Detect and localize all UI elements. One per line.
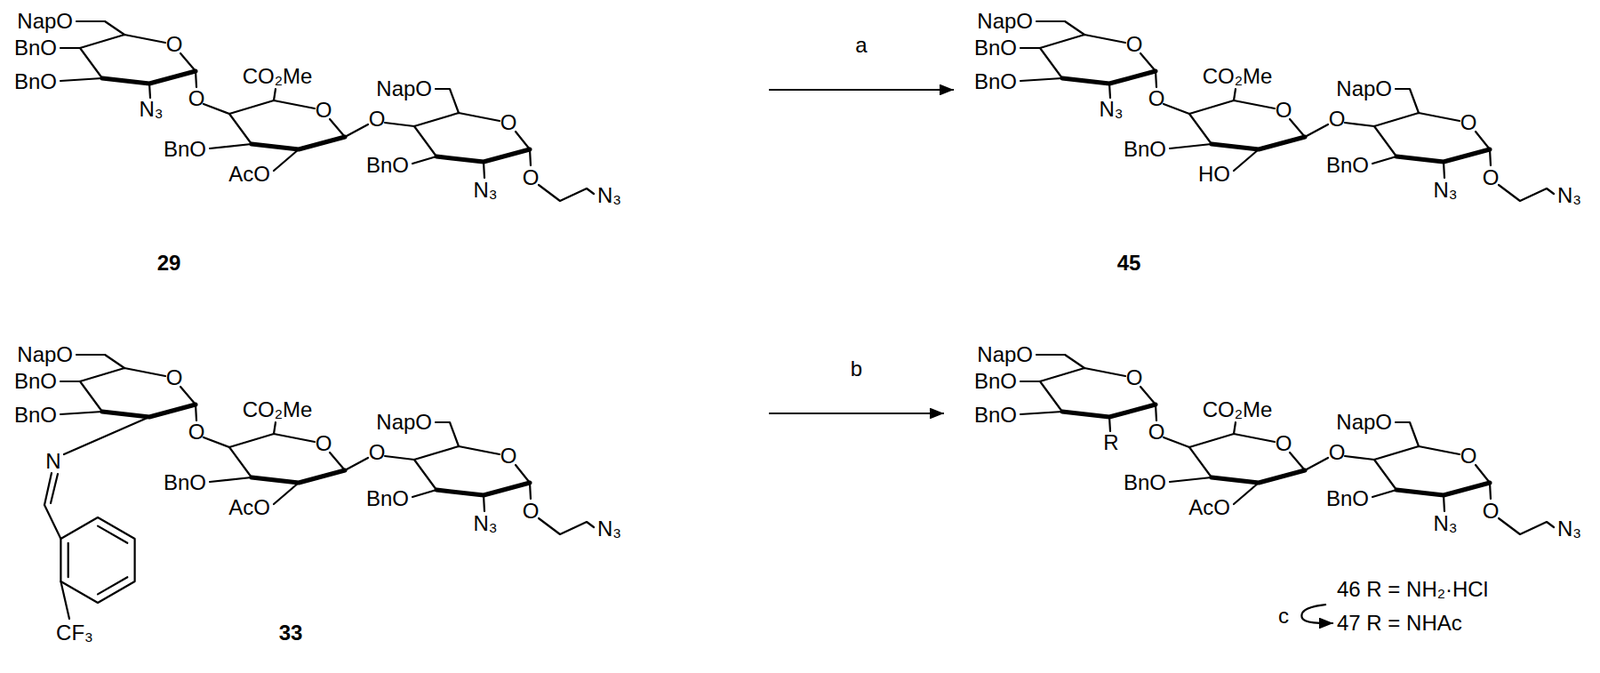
compound: 46 R = NH₂·HCl — [944, 328, 1596, 605]
reagent-label: a — [855, 34, 867, 56]
atom-label: O — [166, 33, 184, 56]
atom-label: BnO — [974, 370, 1017, 392]
atom-label: CO₂Me — [242, 65, 313, 88]
atom-label: AcO — [228, 163, 271, 185]
compound: 29 — [4, 4, 769, 280]
atom-label: N₃ — [597, 518, 622, 540]
atom-label: BnO — [974, 71, 1017, 93]
atom-label: NapO — [16, 10, 73, 32]
atom-label: O — [1482, 500, 1500, 522]
bond — [1109, 83, 1111, 98]
atom-label: O — [1148, 421, 1166, 443]
atom-label: NapO — [16, 344, 73, 366]
atom-label: BnO — [1123, 472, 1167, 494]
atom-label: CF₃ — [56, 622, 94, 644]
reaction-arrow — [1301, 604, 1334, 624]
atom-label: AcO — [228, 496, 271, 519]
reagent-label: b — [850, 358, 863, 380]
atom-label: O — [500, 445, 518, 467]
atom-label: BnO — [1326, 154, 1369, 176]
atom-label: BnO — [14, 404, 57, 426]
atom-label: O — [1126, 33, 1144, 56]
atom-label: O — [500, 112, 518, 134]
atom-label: O — [1275, 432, 1293, 455]
reaction-arrow — [768, 88, 954, 91]
atom-label: O — [1148, 88, 1166, 110]
atom-label: O — [315, 99, 333, 121]
atom-label: N₃ — [472, 179, 497, 201]
atom-label: NapO — [976, 10, 1033, 32]
atom-label: NapO — [376, 78, 432, 100]
atom-label: O — [1482, 167, 1500, 189]
atom-label: N₃ — [1098, 98, 1123, 120]
trisaccharide-structure — [1020, 354, 1554, 535]
compound-label: 45 — [1117, 252, 1142, 274]
compound-label: 33 — [279, 622, 304, 644]
bond — [1109, 416, 1111, 432]
compound: 45 — [953, 4, 1596, 280]
atom-label: O — [315, 432, 333, 455]
atom-label: O — [1328, 108, 1346, 130]
atom-label: O — [368, 441, 386, 464]
atom-label: O — [166, 367, 184, 389]
compound: 33 — [4, 328, 769, 669]
atom-label: BnO — [366, 488, 409, 510]
reaction-arrow — [768, 412, 944, 415]
imine-aryl-group — [44, 416, 150, 619]
atom-label: NapO — [1336, 411, 1392, 433]
atom-label: BnO — [1326, 488, 1369, 510]
reagent-label: c — [1278, 605, 1289, 627]
atom-label: BnO — [14, 37, 57, 59]
atom-label: CO₂Me — [1202, 399, 1273, 421]
atom-label: HO — [1198, 163, 1231, 185]
atom-label: BnO — [974, 37, 1017, 59]
atom-label: BnO — [974, 404, 1017, 426]
atom-label: BnO — [14, 370, 57, 392]
atom-label: N₃ — [597, 184, 622, 207]
compound-label: 46 R = NH₂·HCl — [1336, 578, 1488, 600]
atom-label: N₃ — [138, 98, 163, 120]
atom-label: CO₂Me — [242, 399, 313, 421]
trisaccharide-structure — [60, 21, 594, 201]
atom-label: O — [522, 500, 540, 522]
trisaccharide-structure — [1020, 21, 1554, 201]
atom-label: NapO — [976, 344, 1033, 366]
atom-label: R — [1103, 432, 1119, 454]
atom-label: N₃ — [472, 512, 497, 535]
atom-label: O — [188, 88, 206, 110]
atom-label: O — [1126, 367, 1144, 389]
atom-label: N₃ — [1557, 184, 1582, 207]
atom-label: BnO — [366, 154, 409, 176]
atom-label: BnO — [14, 71, 57, 93]
atom-label: N — [45, 450, 61, 472]
compound-label: 47 R = NHAc — [1333, 609, 1466, 637]
bond — [149, 83, 151, 98]
atom-label: NapO — [376, 411, 432, 433]
atom-label: BnO — [163, 138, 207, 160]
atom-label: BnO — [163, 472, 207, 494]
atom-label: O — [368, 108, 386, 130]
atom-label: O — [1275, 99, 1293, 121]
trisaccharide-structure — [60, 354, 594, 535]
atom-label: N₃ — [1432, 512, 1457, 535]
atom-label: O — [1328, 441, 1346, 464]
atom-label: O — [188, 421, 206, 443]
compound-label: 29 — [157, 252, 182, 274]
atom-label: CO₂Me — [1202, 65, 1273, 88]
atom-label: AcO — [1188, 496, 1231, 519]
atom-label: NapO — [1336, 78, 1392, 100]
atom-label: O — [522, 167, 540, 189]
atom-label: O — [1460, 445, 1478, 467]
atom-label: BnO — [1123, 138, 1167, 160]
atom-label: O — [1460, 112, 1478, 134]
compound: 47 R = NHAc — [1333, 609, 1466, 637]
atom-label: N₃ — [1432, 179, 1457, 201]
atom-label: N₃ — [1557, 518, 1582, 540]
